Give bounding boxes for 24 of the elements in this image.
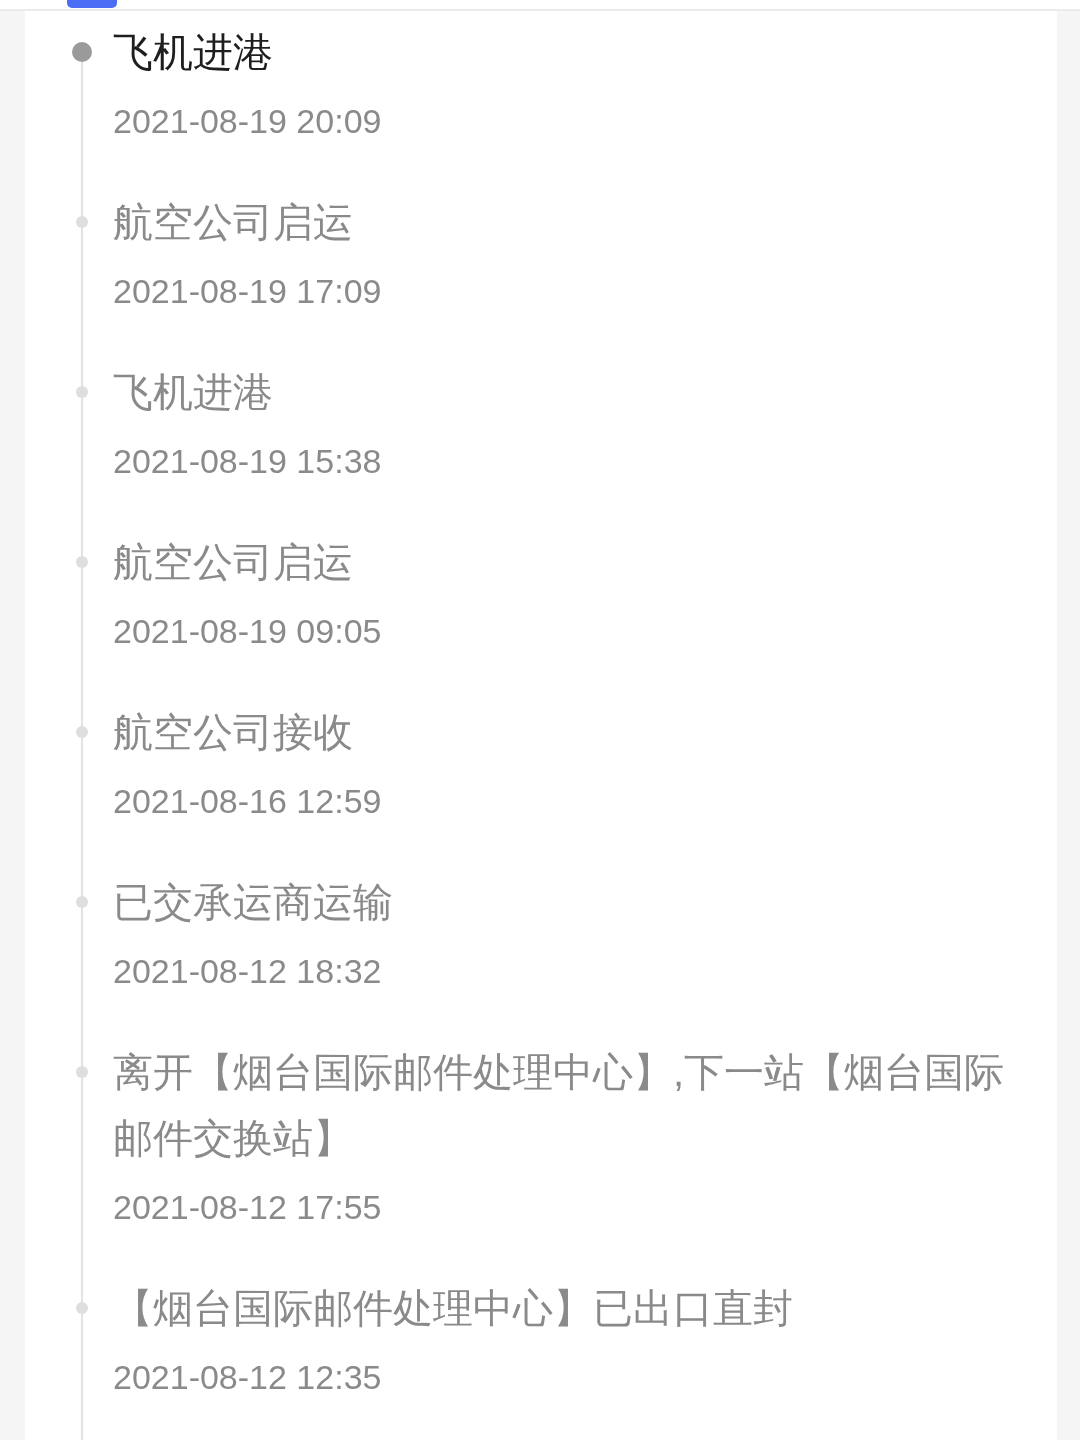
event-title: 飞机进港 xyxy=(113,369,274,416)
event-title: 航空公司启运 xyxy=(113,199,354,246)
event-title: 航空公司接收 xyxy=(113,709,354,756)
timeline-dot xyxy=(76,726,88,738)
event-timestamp: 2021-08-12 12:35 xyxy=(113,1357,383,1398)
timeline-dot xyxy=(76,216,88,228)
event-timestamp: 2021-08-19 09:05 xyxy=(113,611,383,652)
event-timestamp: 2021-08-19 20:09 xyxy=(113,101,383,142)
event-timestamp: 2021-08-19 15:38 xyxy=(113,441,383,482)
timeline-dot xyxy=(76,1066,88,1078)
timeline-dot xyxy=(76,896,88,908)
event-title: 航空公司启运 xyxy=(113,539,354,586)
timeline-dot xyxy=(72,42,92,62)
event-title: 【烟台国际邮件处理中心】已出口直封 xyxy=(113,1285,794,1332)
event-title: 已交承运商运输 xyxy=(113,879,394,926)
event-title: 飞机进港 xyxy=(113,29,274,76)
event-title: 离开【烟台国际邮件处理中心】,下一站【烟台国际邮件交换站】 xyxy=(113,1049,1006,1162)
timeline-dot xyxy=(76,386,88,398)
event-timestamp: 2021-08-19 17:09 xyxy=(113,271,383,312)
timeline-dot xyxy=(76,556,88,568)
event-timestamp: 2021-08-12 18:32 xyxy=(113,951,383,992)
event-timestamp: 2021-08-12 17:55 xyxy=(113,1187,383,1228)
event-timestamp: 2021-08-16 12:59 xyxy=(113,781,383,822)
timeline-dot xyxy=(76,1302,88,1314)
